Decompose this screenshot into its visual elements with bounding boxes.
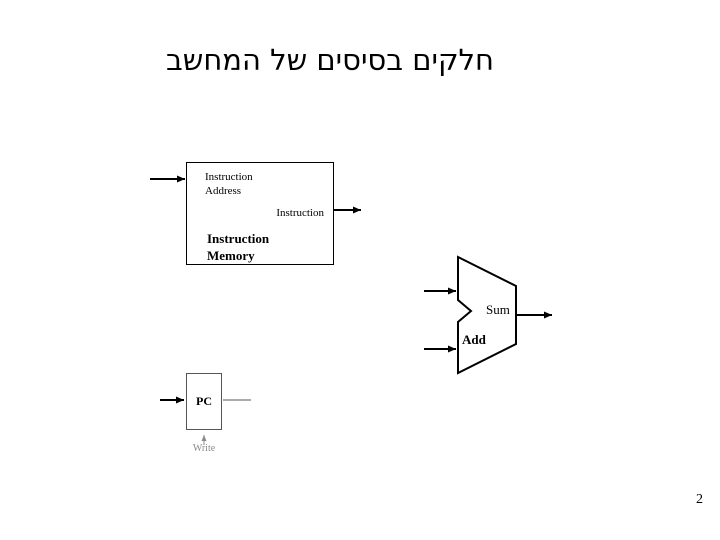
- slide-title: חלקים בסיסים של המחשב: [166, 43, 494, 77]
- instruction-memory-title-line1: Instruction: [207, 231, 270, 246]
- instruction-memory-title-line2: Memory: [207, 248, 255, 263]
- adder-unit-label: Add: [462, 332, 486, 347]
- pc-register-box: PC: [186, 373, 222, 430]
- instruction-address-port-label-line2: Address: [205, 185, 242, 197]
- instruction-output-port-label: Instruction: [276, 207, 324, 219]
- pc-write-label: Write: [192, 443, 216, 454]
- instruction-address-port-label-line1: Instruction: [205, 171, 253, 183]
- instruction-memory-box: Instruction Address Instruction Instruct…: [186, 162, 334, 265]
- page-number: 2: [696, 492, 703, 507]
- instruction-address-port-label: Instruction Address: [205, 170, 253, 198]
- adder-shape: [457, 255, 517, 375]
- pc-label: PC: [196, 394, 212, 408]
- instruction-memory-title: Instruction Memory: [207, 230, 269, 264]
- adder-sum-label: Sum: [486, 302, 510, 317]
